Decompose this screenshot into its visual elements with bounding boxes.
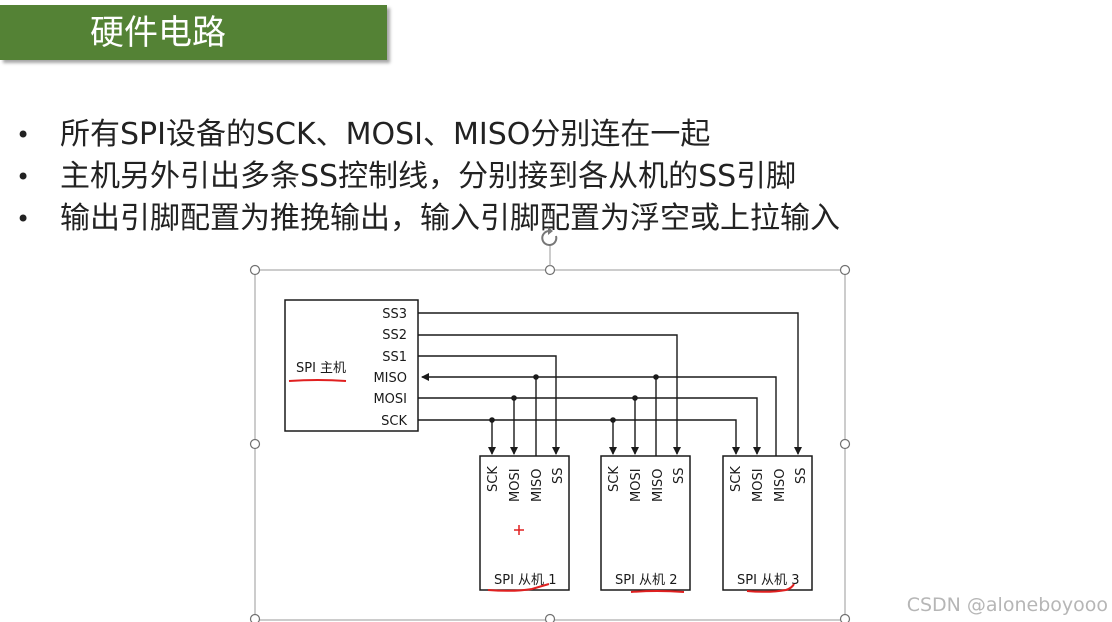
- resize-handle[interactable]: [544, 613, 556, 622]
- bullet-text: 输出引脚配置为推挽输出，输入引脚配置为浮空或上拉输入: [60, 201, 840, 236]
- junction-dot: [533, 374, 539, 380]
- resize-handle[interactable]: [544, 264, 556, 276]
- master-pin-ss2: SS2: [382, 328, 407, 343]
- master-pin-miso: MISO: [373, 371, 407, 386]
- master-label: SPI 主机: [296, 361, 346, 376]
- wire-ss1: [418, 355, 560, 455]
- junction-dot: [511, 395, 517, 401]
- rotate-handle-icon[interactable]: [541, 227, 558, 246]
- junction-dot: [610, 417, 616, 423]
- bullet-item: • 主机另外引出多条SS控制线，分别接到各从机的SS引脚: [0, 156, 1112, 198]
- spi-slave-2: SCK MOSI MISO SS SPI 从机 2: [600, 455, 691, 593]
- master-pin-ss3: SS3: [382, 307, 407, 322]
- title-banner: 硬件电路: [0, 5, 387, 60]
- slave-label: SPI 从机 1: [494, 573, 556, 588]
- wire-miso: [421, 373, 777, 456]
- bullet-item: • 输出引脚配置为推挽输出，输入引脚配置为浮空或上拉输入: [0, 198, 1112, 240]
- slave-pin-mosi: MOSI: [751, 468, 766, 502]
- resize-handle[interactable]: [249, 438, 261, 450]
- bullet-dot-icon: •: [16, 163, 31, 191]
- wire-mosi: [418, 397, 761, 455]
- resize-handle[interactable]: [839, 264, 851, 276]
- red-underline-mark: [630, 590, 685, 593]
- watermark: CSDN @aloneboyooo: [906, 594, 1108, 616]
- master-pin-sck: SCK: [381, 414, 407, 429]
- slave-pin-mosi: MOSI: [508, 468, 523, 502]
- bullet-dot-icon: •: [16, 205, 31, 233]
- wire-sck: [418, 419, 740, 455]
- wire-ss3: [418, 312, 802, 455]
- bullet-item: • 所有SPI设备的SCK、MOSI、MISO分别连在一起: [0, 114, 1112, 156]
- red-underline-mark: [487, 583, 550, 592]
- resize-handle[interactable]: [839, 438, 851, 450]
- slave-pin-ss: SS: [672, 467, 687, 484]
- junction-dot: [489, 417, 495, 423]
- bullet-text: 所有SPI设备的SCK、MOSI、MISO分别连在一起: [60, 117, 711, 152]
- slave-pin-sck: SCK: [729, 466, 744, 492]
- slide-title: 硬件电路: [90, 13, 226, 53]
- bullet-text: 主机另外引出多条SS控制线，分别接到各从机的SS引脚: [60, 159, 797, 194]
- slave-pin-sck: SCK: [607, 466, 622, 492]
- red-underline-mark: [746, 583, 795, 593]
- spi-slave-1: SCK MOSI MISO SS SPI 从机 1: [479, 455, 570, 592]
- red-underline-mark: [288, 379, 347, 382]
- spi-slave-3: SCK MOSI MISO SS SPI 从机 3: [722, 455, 813, 593]
- slave-label: SPI 从机 3: [737, 573, 799, 588]
- resize-handle[interactable]: [249, 264, 261, 276]
- resize-handle[interactable]: [839, 613, 851, 622]
- wire-ss2: [418, 334, 681, 455]
- slave-pin-miso: MISO: [651, 468, 666, 502]
- slave-pin-ss: SS: [794, 467, 809, 484]
- bullet-list: • 所有SPI设备的SCK、MOSI、MISO分别连在一起 • 主机另外引出多条SS…: [0, 114, 1112, 240]
- slave-pin-ss: SS: [551, 467, 566, 484]
- red-cursor-cross-icon: [514, 525, 524, 535]
- master-pin-mosi: MOSI: [373, 392, 407, 407]
- master-pin-ss1: SS1: [382, 350, 407, 365]
- spi-master-box: [284, 299, 419, 432]
- slave-pin-miso: MISO: [530, 468, 545, 502]
- resize-handle[interactable]: [249, 613, 261, 622]
- junction-dot: [653, 374, 659, 380]
- slave-pin-miso: MISO: [773, 468, 788, 502]
- slave-pin-mosi: MOSI: [629, 468, 644, 502]
- junction-dot: [632, 395, 638, 401]
- slave-pin-sck: SCK: [486, 466, 501, 492]
- slave-label: SPI 从机 2: [615, 573, 677, 588]
- bullet-dot-icon: •: [16, 121, 31, 149]
